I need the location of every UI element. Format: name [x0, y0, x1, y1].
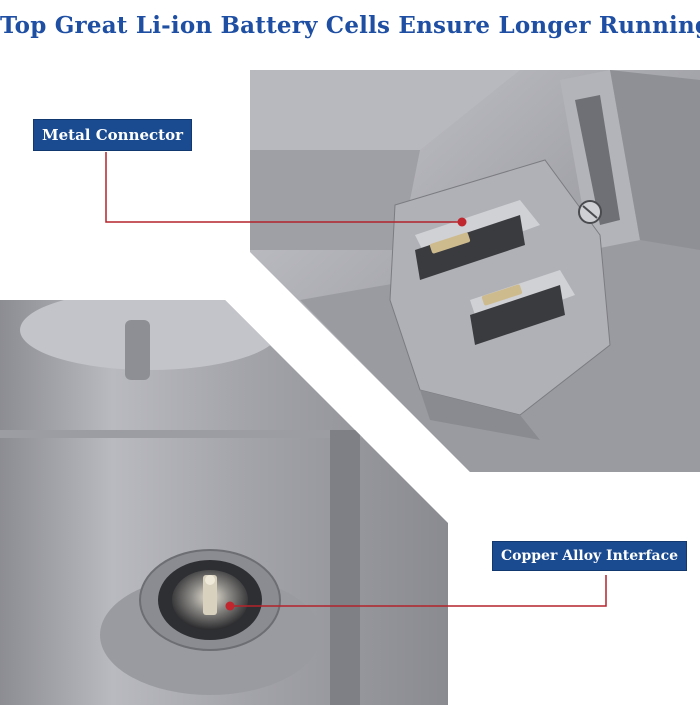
metal-connector-label: Metal Connector	[33, 119, 192, 151]
metal-connector-leader	[105, 152, 462, 223]
copper-alloy-interface-label: Copper Alloy Interface	[492, 541, 688, 571]
metal-connector-pointer-dot	[457, 217, 467, 227]
copper-interface-leader	[230, 575, 607, 607]
metal-connector-photo	[250, 70, 700, 472]
headline: Top Great Li-ion Battery Cells Ensure Lo…	[0, 12, 700, 39]
copper-interface-pointer-dot	[225, 601, 235, 611]
leader-lines	[105, 152, 607, 607]
